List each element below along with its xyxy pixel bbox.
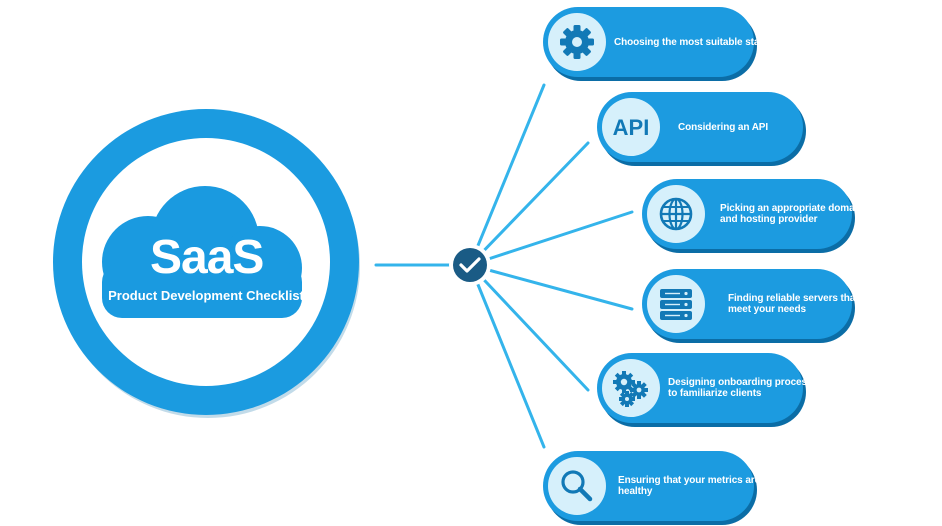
connector-item-6 bbox=[468, 263, 546, 449]
hub-check bbox=[449, 244, 491, 286]
label-line: meet your needs bbox=[728, 304, 806, 315]
globe-icon bbox=[659, 197, 693, 231]
connector-item-1 bbox=[468, 83, 546, 267]
checklist-item-1 bbox=[543, 7, 757, 81]
checklist-item-5 bbox=[597, 353, 806, 427]
connector-item-3 bbox=[468, 210, 634, 267]
label-line: Designing onboarding processes bbox=[668, 377, 824, 388]
connector-item-2 bbox=[468, 141, 590, 267]
label-line: and hosting provider bbox=[720, 214, 818, 225]
checklist-pills: API bbox=[543, 7, 855, 525]
saas-cloud bbox=[102, 186, 302, 318]
checklist-item-1-label: Choosing the most suitable stack bbox=[614, 37, 771, 48]
checklist-item-2-label: Considering an API bbox=[678, 122, 796, 133]
saas-subtitle: Product Development Checklist bbox=[108, 288, 304, 303]
connector-item-5 bbox=[468, 263, 590, 392]
gears-icon bbox=[613, 371, 648, 407]
label-line: Finding reliable servers that bbox=[728, 293, 859, 304]
saas-title: SaaS bbox=[150, 231, 264, 284]
api-icon: API bbox=[613, 115, 650, 140]
connector-lines bbox=[374, 83, 634, 449]
label-line: Picking an appropriate domain bbox=[720, 203, 864, 214]
label-line: Ensuring that your metrics are bbox=[618, 475, 761, 486]
magnifier-icon bbox=[561, 470, 593, 502]
checklist-item-6 bbox=[543, 451, 757, 525]
connector-item-4 bbox=[468, 263, 634, 311]
label-line: Choosing the most suitable stack bbox=[614, 37, 771, 48]
gear-icon bbox=[560, 25, 594, 59]
server-icon bbox=[660, 289, 692, 320]
label-line: healthy bbox=[618, 486, 653, 497]
icon-circle bbox=[548, 457, 606, 515]
checklist-item-2: API bbox=[597, 92, 806, 166]
api-icon-text: API bbox=[613, 115, 650, 140]
label-line: to familiarize clients bbox=[668, 388, 762, 399]
icon-circle bbox=[602, 98, 660, 156]
checklist-item-3 bbox=[642, 179, 855, 253]
checklist-item-4 bbox=[642, 269, 855, 343]
label-line: Considering an API bbox=[678, 122, 769, 133]
